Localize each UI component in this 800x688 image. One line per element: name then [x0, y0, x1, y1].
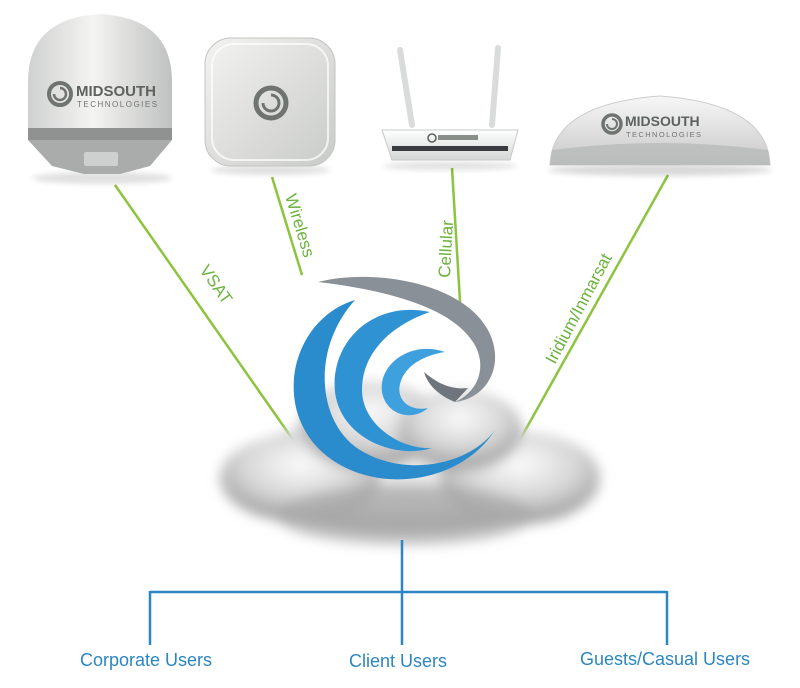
vsat-logo: MIDSOUTH TECHNOLOGIES: [47, 81, 159, 109]
router-logo: [427, 133, 478, 143]
midsouth-swirl-icon: [293, 276, 496, 480]
swirl-gray-tail: [424, 372, 468, 402]
corporate-users-label: Corporate Users: [80, 650, 213, 670]
link-labels: VSAT Wireless Cellular Iridium/Inmarsat: [196, 192, 616, 367]
vsat-logo-sub: TECHNOLOGIES: [77, 100, 159, 109]
guests-casual-users-label: Guests/Casual Users: [580, 649, 751, 669]
swirl-gray-arc: [318, 276, 496, 402]
router-antenna-left: [397, 47, 415, 128]
radome-logo-sub: TECHNOLOGIES: [626, 130, 702, 139]
vsat-link-line: [113, 184, 307, 458]
radome-logo-name: MIDSOUTH: [625, 113, 700, 129]
vsat-logo-name: MIDSOUTH: [76, 83, 156, 100]
cloud-icon: [220, 381, 600, 545]
iridium-link-line: [510, 174, 670, 455]
user-tree-lines: [148, 540, 669, 645]
vsat-link-label: VSAT: [196, 261, 236, 307]
swirl-mid-blue: [334, 309, 432, 452]
radome-logo: MIDSOUTH TECHNOLOGIES: [601, 113, 702, 139]
cellular-link-line: [450, 167, 463, 319]
swirl-inner-blue: [381, 348, 445, 416]
iridium-inmarsat-antenna-icon: MIDSOUTH TECHNOLOGIES: [548, 95, 772, 176]
cellular-link-label: Cellular: [435, 219, 457, 278]
cellular-router-icon: [381, 45, 519, 170]
client-users-label: Client Users: [349, 651, 448, 671]
device-links: [113, 167, 670, 458]
ap-logo: [253, 85, 289, 121]
router-antenna-right: [489, 45, 501, 128]
iridium-link-label: Iridium/Inmarsat: [542, 250, 616, 367]
wireless-access-point-icon: [204, 37, 336, 175]
vsat-dome-icon: MIDSOUTH TECHNOLOGIES: [28, 14, 172, 184]
wireless-link-line: [270, 176, 304, 276]
